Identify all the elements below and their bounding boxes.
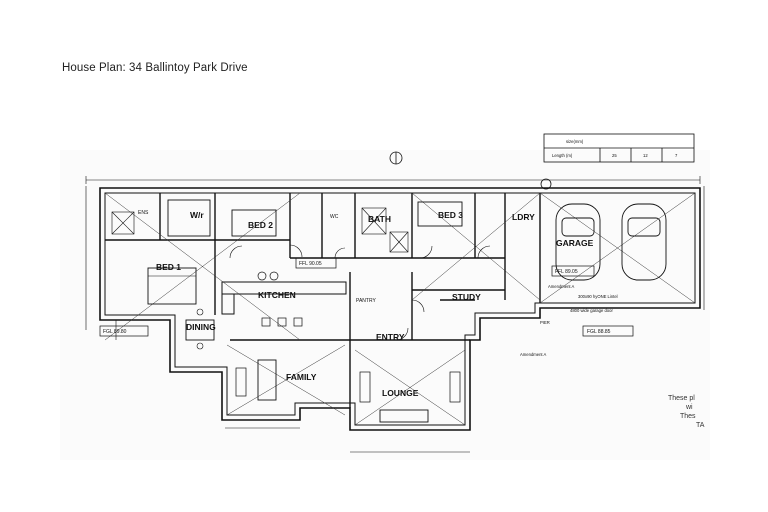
stove-icon — [257, 271, 267, 281]
room-label-ens: ENS — [138, 210, 149, 216]
table-size-label: size(mm) — [566, 139, 584, 144]
fgl-right-label: FGL 88.85 — [587, 329, 611, 335]
note-line-3: Thes — [680, 413, 696, 420]
room-label-kitchen: KITCHEN — [258, 290, 296, 300]
amendment-note-entry: Amendment A — [520, 352, 547, 357]
note-line-2: wi — [685, 404, 693, 411]
room-label-bed2: BED 2 — [248, 220, 273, 230]
room-label-dining: DINING — [186, 322, 216, 332]
room-label-garage: GARAGE — [556, 238, 594, 248]
size-table — [543, 133, 695, 163]
table-value-1: 25 — [612, 153, 617, 158]
bed-3-icon — [417, 201, 463, 227]
bed-1-icon — [147, 267, 197, 305]
scan-area — [60, 150, 710, 460]
internal-walls — [105, 193, 541, 408]
kitchen-bench — [221, 281, 347, 295]
room-label-wc: WC — [330, 214, 339, 220]
room-label-wir: W/r — [190, 210, 204, 220]
room-label-study: STUDY — [452, 292, 481, 302]
table-value-3: 7 — [675, 153, 678, 158]
lintel-note: 300x90 hyONE Lintel — [578, 294, 618, 299]
section-marker-icon — [540, 178, 552, 190]
table-length-label: Length (m) — [552, 153, 573, 158]
door-swings — [229, 244, 491, 341]
annotations: 4800 wide garage door 300x90 hyONE Linte… — [520, 284, 618, 357]
room-label-bed1: BED 1 — [156, 262, 181, 272]
dimension-lines — [85, 176, 705, 453]
room-label-bath: BATH — [368, 214, 391, 224]
dining-table-icon — [185, 319, 215, 341]
pier-note: PIER — [540, 320, 550, 325]
walk-in-robe — [167, 199, 211, 237]
room-label-pantry: PANTRY — [356, 298, 376, 304]
plan-linework — [85, 133, 705, 453]
kitchen-stools — [261, 317, 303, 327]
room-labels: BED 2 BED 3 BED 1 W/r ENS BATH WC LDRY G… — [138, 210, 594, 398]
size-table-text: size(mm) Length (m) 25 12 7 — [552, 139, 678, 158]
page-title: House Plan: 34 Ballintoy Park Drive — [62, 62, 248, 74]
note-line-1: These pl — [668, 395, 695, 402]
cropped-note: These pl wi Thes TA — [668, 395, 705, 429]
room-label-family: FAMILY — [286, 372, 317, 382]
garage-door-note: 4800 wide garage door — [570, 308, 613, 313]
fgl-left-label: FGL 89.80 — [103, 329, 127, 335]
room-label-bed3: BED 3 — [438, 210, 463, 220]
note-line-4: TA — [696, 422, 705, 429]
bed-2-icon — [231, 209, 277, 237]
family-sofa-icon — [257, 359, 277, 401]
ffl-main-label: FFL 90.05 — [299, 261, 322, 267]
room-label-entry: ENTRY — [376, 332, 405, 342]
level-labels: FFL 90.05 FFL 89.05 FGL 89.80 FGL 88.85 — [103, 261, 611, 335]
wet-area-crosses — [111, 207, 409, 253]
roof-diagonals — [104, 192, 696, 426]
lounge-sofa-icon — [379, 409, 429, 423]
table-value-2: 12 — [643, 153, 648, 158]
amendment-note-garage: Amendment A — [548, 284, 575, 289]
room-label-ldry: LDRY — [512, 212, 535, 222]
room-label-lounge: LOUNGE — [382, 388, 419, 398]
ffl-garage-label: FFL 89.05 — [555, 269, 578, 275]
garage-cars — [555, 203, 667, 281]
